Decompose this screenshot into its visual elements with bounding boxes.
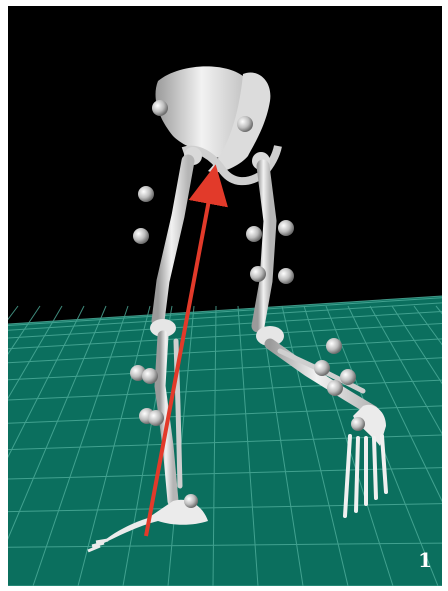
3d-viewport: 1 (8, 6, 442, 586)
panel-number: 1 (418, 548, 432, 572)
skeleton-scene (8, 6, 442, 586)
